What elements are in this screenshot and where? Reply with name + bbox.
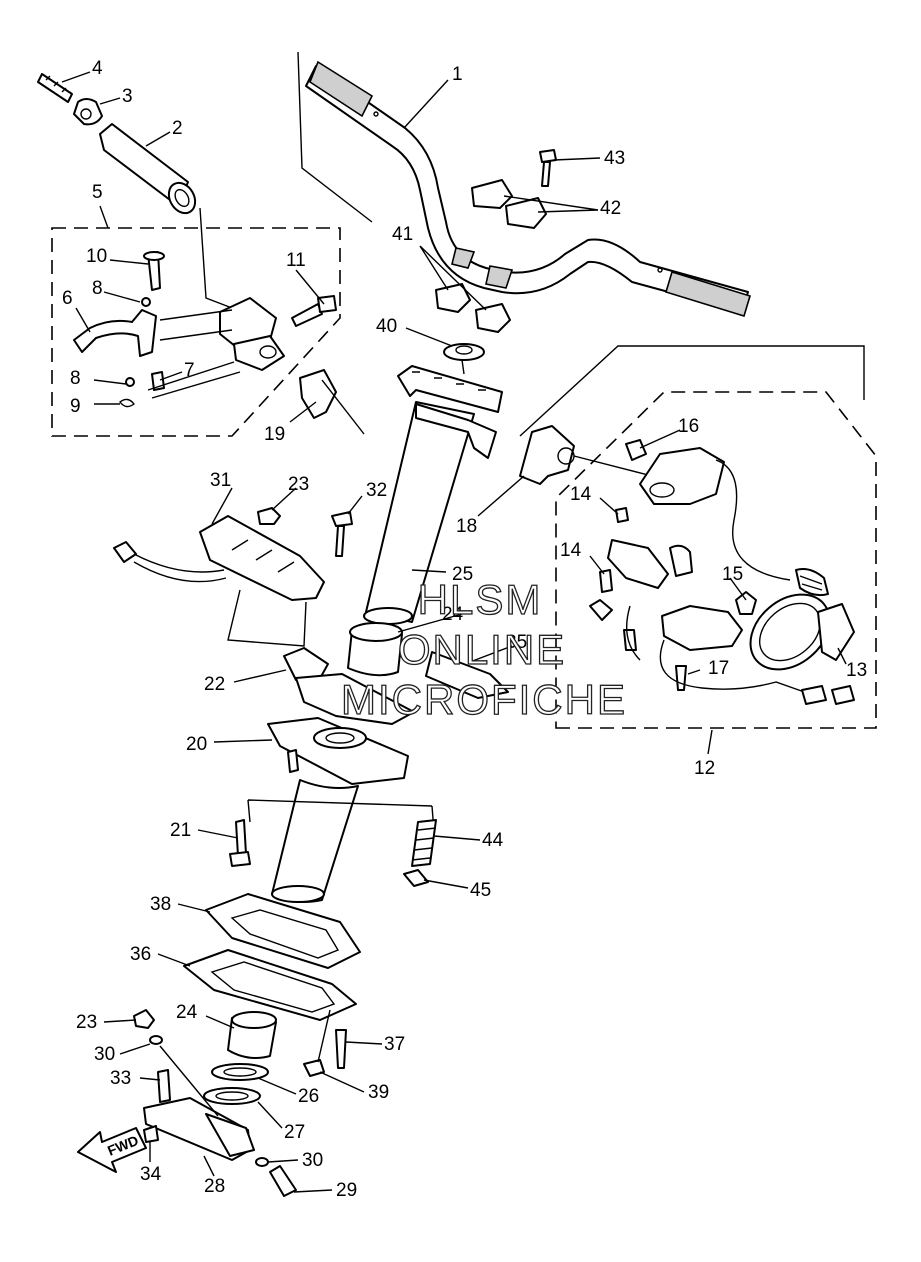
callout-33: 33 [110,1068,131,1089]
callout-23b: 23 [76,1012,97,1033]
callout-30b: 30 [302,1150,323,1171]
callout-3: 3 [122,86,133,107]
callout-28: 28 [204,1176,225,1197]
callout-26: 26 [298,1086,319,1107]
throttle-lever-group [51,227,365,437]
callout-35: 35 [506,632,527,653]
callout-23a: 23 [288,474,309,495]
callout-25: 25 [452,564,473,585]
callout-22: 22 [204,674,225,695]
callout-27: 27 [284,1122,305,1143]
switch-assembly [113,507,353,647]
callout-36: 36 [130,944,151,965]
callout-13: 13 [846,660,867,681]
callout-45: 45 [470,880,491,901]
callout-24b: 24 [176,1002,198,1023]
callout-43: 43 [604,148,625,169]
column-bracket [229,622,509,903]
callout-2: 2 [172,118,183,139]
callout-31: 31 [210,470,231,491]
callout-21: 21 [170,820,191,841]
callout-40: 40 [376,316,397,337]
callout-37: 37 [384,1034,405,1055]
handlebar-clamps [435,149,557,333]
watermark-line-3: MICROFICHE [341,676,627,723]
watermark-line-1: HLSM [418,576,543,623]
callout-18: 18 [456,516,477,537]
callout-17: 17 [708,658,729,679]
watermark-line-2: ONLINE [398,626,566,673]
lower-parts [133,1009,347,1197]
callout-19: 19 [264,424,285,445]
callout-24a: 24 [442,604,464,625]
leader-lines [61,71,847,1193]
callout-15: 15 [722,564,743,585]
forward-arrow-icon: FWD [77,1127,147,1173]
gaskets [183,893,361,1021]
callout-5: 5 [92,182,103,203]
callout-20: 20 [186,734,207,755]
callout-8b: 8 [70,368,81,389]
callout-10: 10 [86,246,107,267]
callout-34: 34 [140,1164,162,1185]
handlebar [297,51,751,318]
callout-14a: 14 [570,484,592,505]
callout-14b: 14 [560,540,582,561]
spring-parts [403,819,437,887]
callout-labels: 1 2 3 4 5 6 7 8 8 9 10 11 12 13 14 14 15… [62,58,867,1201]
callout-42: 42 [600,198,621,219]
callout-9: 9 [70,396,81,417]
callout-6: 6 [62,288,73,309]
callout-8a: 8 [92,278,103,299]
watermark: HLSM ONLINE MICROFICHE [340,575,627,723]
grip-assembly [37,73,233,309]
callout-41: 41 [392,224,413,245]
callout-30a: 30 [94,1044,115,1065]
callout-11: 11 [286,250,306,271]
callout-38: 38 [150,894,171,915]
callout-39: 39 [368,1082,389,1103]
callout-12: 12 [694,758,715,779]
callout-4: 4 [92,58,103,79]
callout-29: 29 [336,1180,357,1201]
callout-32: 32 [366,480,387,501]
callout-44: 44 [482,830,504,851]
callout-16: 16 [678,416,699,437]
callout-7: 7 [184,360,195,381]
callout-1: 1 [452,64,463,85]
remote-switch-group [519,345,877,729]
